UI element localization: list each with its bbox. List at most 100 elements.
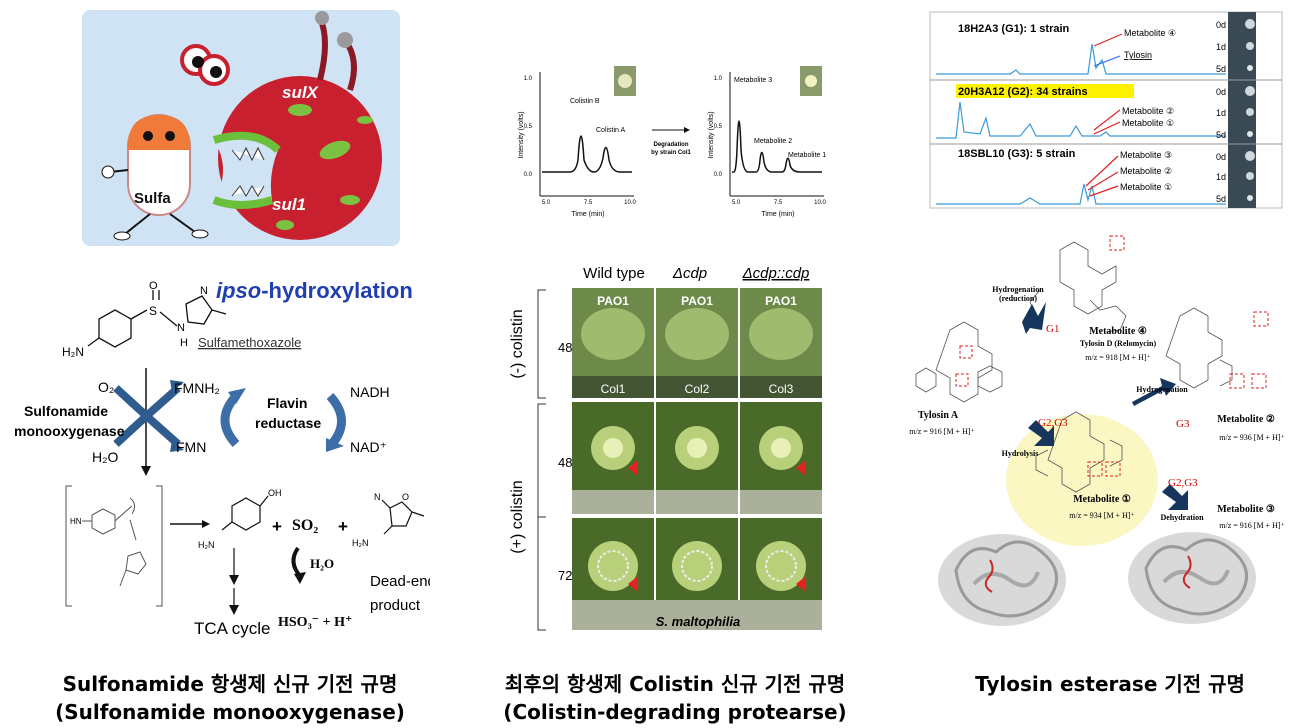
tca-label: TCA cycle: [194, 619, 271, 638]
met3-title: Metabolite ③: [1217, 504, 1275, 515]
sulfonamide-figure: sulX sul1 Sulfa ipso-hydroxylation S O N…: [14, 10, 436, 638]
chrom-annot-2-2: Metabolite ①: [1120, 182, 1172, 192]
peak-metabolite-1: Metabolite 1: [788, 152, 826, 159]
isoxazole-nh2: H₂N: [352, 538, 369, 548]
isoxazole-o: O: [402, 492, 409, 502]
plus-colistin-label: (+) colistin: [509, 480, 526, 553]
day-0-1: 1d: [1216, 42, 1226, 52]
sulfamethoxazole-name: Sulfamethoxazole: [198, 335, 301, 350]
intermediate-hn: HN: [70, 517, 82, 526]
hydrolysis-label: Hydrolysis: [1002, 449, 1039, 458]
chrom-annot-2-1: Metabolite ②: [1120, 166, 1172, 176]
peak-colistin-b: Colistin B: [570, 98, 600, 105]
sulfonamide-panel: sulX sul1 Sulfa ipso-hydroxylation S O N…: [0, 0, 436, 650]
caption-middle-line-2: (Colistin-degrading protearse): [503, 700, 847, 724]
hydrogenation-label: Hydrogenation: [1136, 385, 1188, 394]
hplc-right-ytick-2: 0.0: [714, 172, 723, 178]
tylosin-panel: 18H2A3 (G1): 1 strain 20H3A12 (G2): 34 s…: [870, 0, 1308, 650]
g2g3-label-a: G2,G3: [1038, 417, 1068, 429]
met2-title: Metabolite ②: [1217, 414, 1275, 425]
h-atom: H: [180, 337, 188, 349]
nad-label: NAD⁺: [350, 439, 387, 455]
h2n-atom: H₂N: [62, 345, 84, 359]
day-1-2: 5d: [1216, 130, 1226, 140]
plus-1: +: [272, 517, 282, 536]
flavin-label-2: reductase: [255, 415, 321, 431]
tylosin-figure: 18H2A3 (G1): 1 strain 20H3A12 (G2): 34 s…: [909, 11, 1285, 626]
dead-end-2: product: [370, 597, 421, 614]
bisulfite-label: HSO₃⁻ + H⁺: [278, 615, 352, 630]
g2g3-label-b: G2,G3: [1168, 477, 1198, 489]
hplc-left-xtick-1: 7.5: [584, 200, 593, 206]
enzyme-label-2: monooxygenase: [14, 423, 125, 439]
peak-metabolite-3: Metabolite 3: [734, 77, 772, 84]
intermediate-structure: [65, 485, 163, 607]
col-label-1: Col2: [685, 382, 710, 396]
isoxazole-n: N: [374, 492, 381, 502]
day-2-1: 1d: [1216, 172, 1226, 182]
hplc-left-ylabel: Intensity (volts): [518, 111, 525, 158]
hplc-chart-right: Intensity (volts) Time (min) 1.0 0.5 0.0…: [708, 66, 826, 218]
sulfamethoxazole-structure: [87, 290, 227, 348]
degradation-text-1: Degradation: [653, 142, 688, 148]
hydrogenation-reduction-1: Hydrogenation: [992, 285, 1044, 294]
peak-colistin-a: Colistin A: [596, 127, 626, 134]
met2-mz: m/z = 936 [M + H]⁺: [1219, 433, 1284, 442]
day-1-0: 0d: [1216, 87, 1226, 97]
nh-atom: N: [177, 322, 185, 334]
day-0-0: 0d: [1216, 20, 1226, 30]
caption-right-line-1: Tylosin esterase 기전 규명: [975, 672, 1245, 696]
column-delta-cdp: Δcdp: [672, 265, 707, 282]
degradation-arrow: Degradation by strain Col1: [651, 127, 691, 156]
plate-assay: Wild type Δcdp Δcdp::cdp (-) colistin (+…: [509, 265, 822, 631]
o2-label: O₂: [98, 379, 114, 395]
pao1-label-2: PAO1: [765, 294, 797, 308]
so2-label: SO₂: [292, 517, 318, 534]
chrom-label-1: 20H3A12 (G2): 34 strains: [958, 86, 1088, 98]
hplc-right-xlabel: Time (min): [761, 211, 794, 218]
flavin-label-1: Flavin: [267, 395, 307, 411]
hplc-left-ytick-1: 0.5: [524, 124, 533, 130]
pao1-label-0: PAO1: [597, 294, 629, 308]
phenol-oh: OH: [268, 488, 282, 498]
degradation-text-2: by strain Col1: [651, 150, 691, 156]
tylosin-pathway: Hydrogenation (reduction) G1 Metabolite …: [909, 235, 1285, 546]
fmn-label: FMN: [176, 439, 206, 455]
col-label-2: Col3: [769, 382, 794, 396]
sul1-label: sul1: [272, 195, 306, 214]
dead-end-1: Dead-end: [370, 573, 430, 590]
day-1-1: 1d: [1216, 108, 1226, 118]
ipso-title: ipso-hydroxylation: [216, 278, 413, 303]
products: [170, 495, 425, 615]
sulfa-label: Sulfa: [134, 190, 171, 207]
hplc-right-xtick-0: 5.0: [732, 200, 741, 206]
caption-middle-line-1: 최후의 항생제 Colistin 신규 기전 규명: [504, 672, 846, 696]
col-label-0: Col1: [601, 382, 626, 396]
hplc-left-xtick-2: 10.0: [624, 200, 636, 206]
hydrogenation-reduction-2: (reduction): [999, 294, 1037, 303]
ipso-italic: ipso: [216, 278, 261, 303]
sulx-label: sulX: [282, 83, 320, 102]
hplc-right-xtick-1: 7.5: [774, 200, 783, 206]
caption-left: Sulfonamide 항생제 신규 기전 규명 (Sulfonamide mo…: [40, 670, 420, 726]
o-atom: O: [149, 280, 158, 292]
column-complement: Δcdp::cdp: [742, 265, 810, 282]
ipso-rest: -hydroxylation: [261, 278, 413, 303]
water-label: H₂O: [310, 556, 334, 571]
met4-mz: m/z = 918 [M + H]⁺: [1085, 353, 1150, 362]
hplc-chart-left: Intensity (volts) Time (min) 1.0 0.5 0.0…: [518, 66, 636, 218]
hplc-right-ytick-1: 0.5: [714, 124, 723, 130]
chrom-annot-2-0: Metabolite ③: [1120, 150, 1172, 160]
h2o-label: H₂O: [92, 449, 119, 465]
pao1-label-1: PAO1: [681, 294, 713, 308]
tylosin-a-mz: m/z = 916 [M + H]⁺: [909, 427, 974, 436]
colistin-panel: Intensity (volts) Time (min) 1.0 0.5 0.0…: [430, 0, 870, 650]
chrom-annot-0-0: Metabolite ④: [1124, 28, 1176, 38]
s-atom: S: [149, 304, 157, 318]
hplc-left-ytick-0: 1.0: [524, 76, 533, 82]
reaction-arrows: [113, 368, 346, 476]
tylosin-a-title: Tylosin A: [918, 410, 959, 421]
chromatogram-stack: 18H2A3 (G1): 1 strain 20H3A12 (G2): 34 s…: [929, 11, 1283, 209]
caption-left-line-2: (Sulfonamide monooxygenase): [55, 700, 405, 724]
hplc-left-xlabel: Time (min): [571, 211, 604, 218]
